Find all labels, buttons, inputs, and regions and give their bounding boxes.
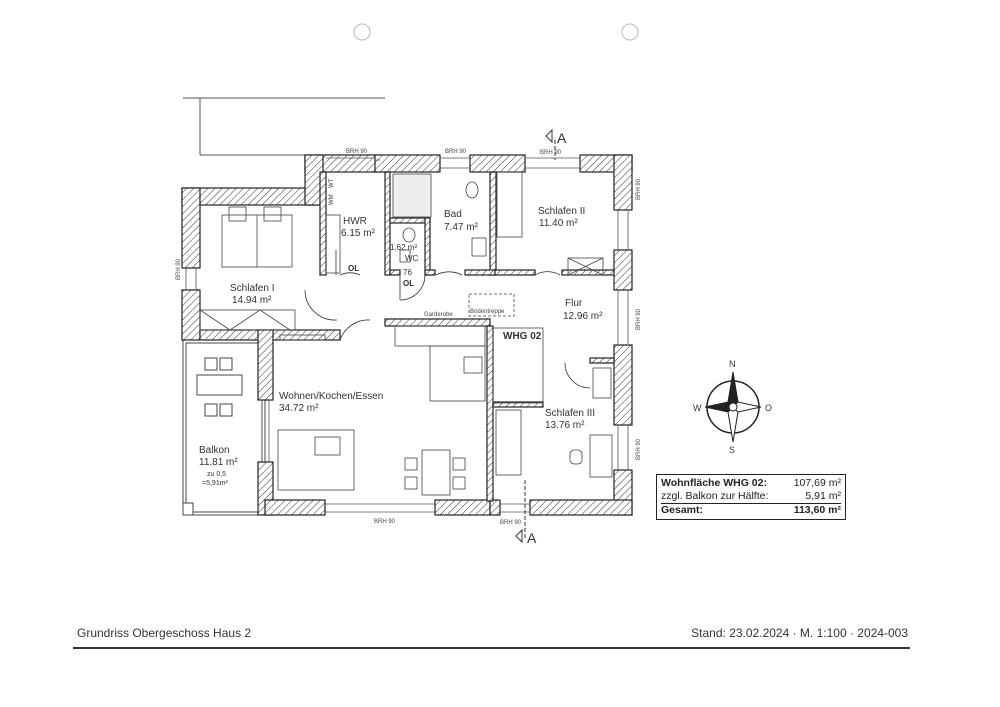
- area-summary-table: Wohnfläche WHG 02: 107,69 m² zzgl. Balko…: [656, 474, 846, 520]
- wt-label: WT: [329, 178, 335, 188]
- unit-label: WHG 02: [503, 331, 542, 342]
- garderobe-label: Garderobe: [424, 312, 453, 318]
- area-value: 113,60 m²: [793, 504, 841, 516]
- room-name-schlafen-1: Schlafen I: [230, 283, 274, 294]
- compass-s: S: [729, 445, 735, 455]
- room-area-bad: 7.47 m²: [444, 222, 479, 233]
- wm-label: WM: [329, 194, 335, 205]
- brh-label: BRH 90: [176, 258, 182, 280]
- bodentreppe-label: Bodentreppe: [470, 309, 505, 315]
- compass-o: O: [765, 403, 772, 413]
- bed: [495, 409, 522, 476]
- walls: [181, 154, 633, 516]
- compass-n: N: [729, 359, 736, 369]
- area-row: zzgl. Balkon zur Hälfte: 5,91 m²: [661, 490, 841, 504]
- area-label: Wohnfläche WHG 02:: [661, 477, 767, 489]
- dining-table: [421, 449, 451, 496]
- wc-door-width: 76: [403, 268, 412, 277]
- bed: [496, 171, 523, 238]
- furniture: [199, 171, 613, 496]
- drawing-title: Grundriss Obergeschoss Haus 2: [77, 626, 252, 640]
- brh-label: BRH 90: [346, 149, 368, 155]
- area-row-total: Gesamt: 113,60 m²: [661, 504, 841, 517]
- brh-label: BRH 90: [636, 308, 642, 330]
- doors: [304, 250, 591, 389]
- ol-label: OL: [348, 264, 359, 273]
- room-name-schlafen-3: Schlafen III: [545, 408, 595, 419]
- area-label: Gesamt:: [661, 504, 704, 516]
- wardrobe: [199, 309, 296, 331]
- brh-label: BRH 90: [636, 178, 642, 200]
- ol-label: OL: [403, 279, 414, 288]
- room-area-balkon: 11.81 m²: [199, 457, 238, 468]
- desk: [589, 434, 613, 478]
- punch-hole: [353, 23, 371, 41]
- room-name-bad: Bad: [444, 209, 462, 220]
- area-row: Wohnfläche WHG 02: 107,69 m²: [661, 477, 841, 490]
- brh-label: BRH 90: [636, 438, 642, 460]
- balcony: [182, 339, 266, 516]
- balkon-reduced-area: =5,91m²: [202, 480, 229, 487]
- room-area-wc: 1.62 m²: [390, 243, 417, 252]
- windows: [185, 157, 629, 513]
- brh-label: BRH 90: [500, 520, 522, 526]
- area-value: 107,69 m²: [793, 477, 841, 489]
- room-area-schlafen-2: 11.40 m²: [539, 218, 578, 229]
- brh-label: BRH 90: [445, 149, 467, 155]
- room-area-flur: 12.96 m²: [563, 311, 603, 322]
- room-area-schlafen-3: 13.76 m²: [545, 420, 585, 431]
- attic-stair: [468, 293, 515, 317]
- room-area-schlafen-1: 14.94 m²: [232, 295, 272, 306]
- stair: [492, 327, 544, 404]
- room-area-hwr: 6.15 m²: [341, 228, 376, 239]
- brh-label: BRH 90: [540, 150, 562, 156]
- compass-icon: [704, 371, 762, 443]
- balkon-factor: zu 0,5: [207, 471, 226, 478]
- footer-divider: [73, 647, 910, 649]
- room-name-hwr: HWR: [343, 216, 367, 227]
- kitchen-counter: [394, 325, 486, 347]
- room-name-wohnen: Wohnen/Kochen/Essen: [279, 391, 383, 402]
- area-label: zzgl. Balkon zur Hälfte:: [661, 490, 769, 502]
- roof-outline: [183, 97, 385, 156]
- area-value: 5,91 m²: [805, 490, 841, 502]
- room-name-balkon: Balkon: [199, 445, 230, 456]
- room-name-wc: WC: [405, 254, 419, 263]
- brh-label: BRH 90: [374, 519, 396, 525]
- room-area-wohnen: 34.72 m²: [279, 403, 319, 414]
- punch-hole: [621, 23, 639, 41]
- room-name-flur: Flur: [565, 298, 583, 309]
- section-line: [515, 128, 556, 544]
- compass-w: W: [693, 403, 702, 413]
- section-label-bottom: A: [527, 530, 537, 546]
- room-name-schlafen-2: Schlafen II: [538, 206, 585, 217]
- shower: [392, 173, 432, 218]
- sofa: [277, 429, 355, 491]
- section-label-top: A: [557, 130, 567, 146]
- sink: [471, 237, 487, 257]
- drawing-meta: Stand: 23.02.2024 · M. 1:100 · 2024-003: [691, 626, 908, 640]
